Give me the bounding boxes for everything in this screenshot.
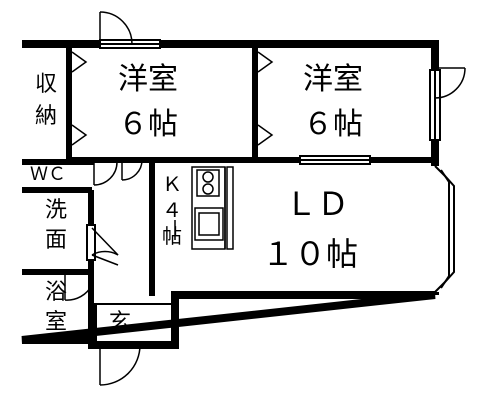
- ld-size: １０帖: [262, 235, 359, 273]
- ld-name: ＬＤ: [285, 185, 350, 223]
- storage-line1: 収: [34, 72, 57, 97]
- western-room-left-name: 洋室: [118, 62, 178, 97]
- doors: [64, 11, 466, 386]
- washroom-line2: 面: [44, 228, 67, 253]
- washroom-line1: 洗: [44, 198, 67, 223]
- interior-walls: [22, 44, 435, 345]
- wc-label: ＷＣ: [30, 164, 66, 185]
- kitchen-size: ４: [162, 198, 182, 222]
- kitchen-unit: 帖: [162, 224, 182, 248]
- bathroom-line1: 浴: [44, 280, 67, 305]
- bay-window: [431, 162, 455, 295]
- closet-marks: [71, 51, 274, 146]
- entrance-label: 玄: [109, 310, 132, 335]
- washroom-label: 洗 面: [38, 200, 74, 252]
- bathroom-line2: 室: [44, 310, 67, 335]
- kitchen-label: Ｋ ４ 帖: [160, 174, 184, 246]
- storage-line2: 納: [34, 104, 57, 129]
- kitchen-name: Ｋ: [162, 172, 182, 196]
- bathroom-label: 浴 室: [38, 282, 74, 334]
- western-room-right-size: ６帖: [303, 107, 363, 142]
- kitchen-fixtures: [191, 166, 234, 250]
- storage-label: 収 納: [30, 74, 62, 128]
- western-room-right-name: 洋室: [303, 62, 363, 97]
- western-room-left-size: ６帖: [118, 107, 178, 142]
